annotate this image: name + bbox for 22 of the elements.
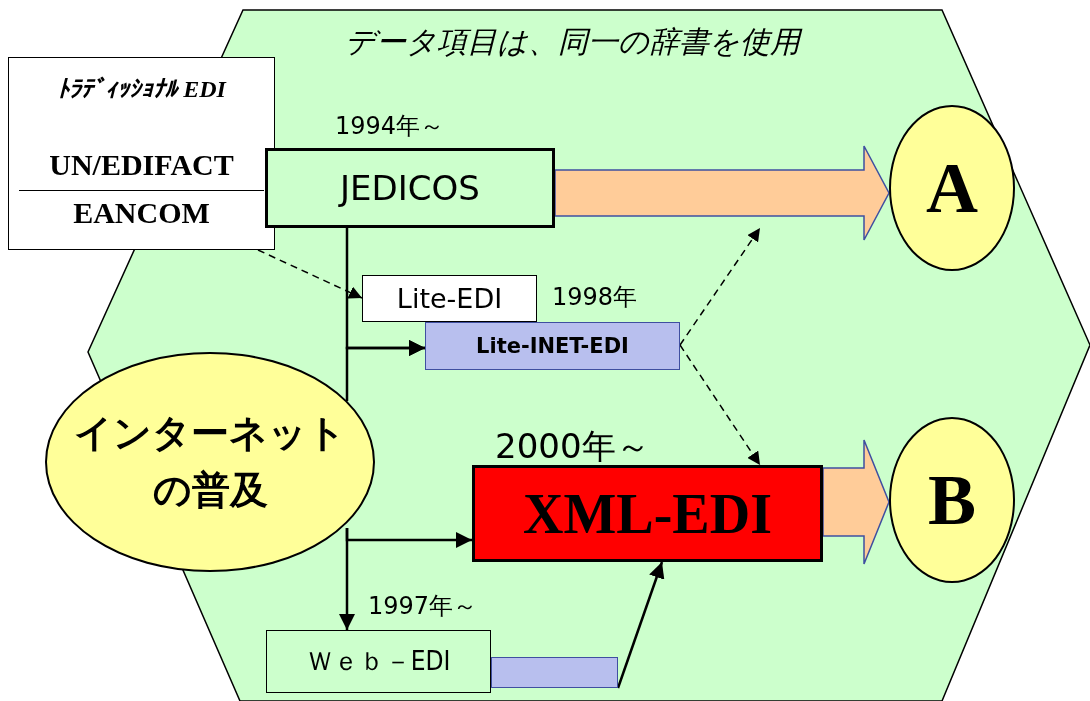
block-arrow — [554, 145, 890, 241]
dashed-arrow — [679, 227, 761, 346]
arrow — [339, 528, 355, 630]
dashed-arrow — [679, 344, 761, 466]
year-label: 1997年～ — [368, 591, 478, 622]
arrow — [616, 561, 665, 689]
year-label: 1994年～ — [335, 111, 445, 142]
bar — [491, 657, 618, 688]
process-box: XML-EDI — [472, 465, 823, 562]
process-box: JEDICOS — [265, 148, 555, 228]
process-box: Ｗｅｂ－EDI — [266, 630, 491, 693]
box-text: EANCOM — [72, 196, 211, 230]
arrow — [345, 340, 425, 401]
year-label: 1998年 — [552, 282, 638, 313]
box-heading: ﾄﾗﾃﾞｨｯｼｮﾅﾙ EDI — [56, 76, 228, 103]
process-box: Lite-EDI — [362, 275, 537, 322]
standard-box — [8, 57, 275, 250]
year-label: 2000年～ — [495, 425, 650, 468]
dashed-arrow — [257, 249, 363, 299]
box-text: UN/EDIFACT — [48, 148, 235, 182]
block-arrow — [822, 439, 890, 565]
process-box: Lite-INET-EDI — [425, 322, 680, 370]
